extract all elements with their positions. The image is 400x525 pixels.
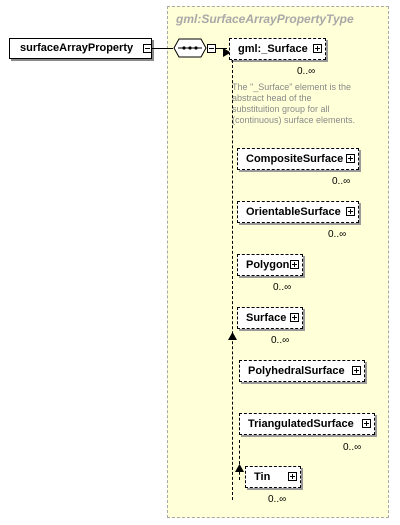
connector-line	[152, 48, 173, 49]
connector-line	[216, 48, 227, 49]
collapse-icon[interactable]	[143, 44, 152, 53]
sequence-compositor-icon[interactable]	[173, 38, 207, 58]
expand-icon[interactable]	[362, 419, 371, 428]
substitution-element-label: TriangulatedSurface	[248, 418, 354, 430]
expand-icon[interactable]	[290, 260, 299, 269]
substitution-element-label: Surface	[246, 312, 287, 324]
root-element-box[interactable]: surfaceArrayProperty	[9, 38, 152, 59]
expand-icon[interactable]	[346, 207, 355, 216]
substitution-multiplicity: 0..∞	[343, 442, 362, 453]
head-element-box[interactable]: gml:_Surface	[229, 38, 326, 60]
substitution-element-label: OrientableSurface	[246, 206, 341, 218]
arrow-icon	[235, 459, 244, 472]
head-documentation: The "_Surface" element is the abstract h…	[232, 82, 356, 125]
substitution-element-box[interactable]: Surface	[237, 307, 303, 329]
root-element-label: surfaceArrayProperty	[20, 42, 134, 54]
substitution-element-box[interactable]: Polygon	[237, 254, 303, 276]
collapse-icon[interactable]	[207, 44, 216, 53]
substitution-multiplicity: 0..∞	[332, 176, 351, 187]
expand-icon[interactable]	[288, 472, 297, 481]
substitution-multiplicity: 0..∞	[273, 282, 292, 293]
substitution-element-box[interactable]: PolyhedralSurface	[239, 360, 365, 382]
complex-type-title: gml:SurfaceArrayPropertyType	[176, 12, 354, 26]
substitution-multiplicity: 0..∞	[271, 335, 290, 346]
substitution-element-box[interactable]: CompositeSurface	[237, 148, 359, 170]
arrow-icon	[228, 327, 237, 340]
substitution-element-label: Tin	[254, 471, 271, 483]
head-element-label: gml:_Surface	[238, 43, 308, 55]
substitution-element-box[interactable]: OrientableSurface	[237, 201, 359, 223]
substitution-multiplicity: 0..∞	[328, 229, 347, 240]
arrow-icon	[223, 44, 231, 57]
expand-icon[interactable]	[290, 313, 299, 322]
substitution-element-box[interactable]: Tin	[245, 466, 301, 488]
substitution-element-label: Polygon	[246, 259, 290, 271]
substitution-multiplicity: 0..∞	[268, 494, 287, 505]
substitution-group-line	[239, 440, 240, 480]
expand-icon[interactable]	[352, 366, 361, 375]
substitution-element-label: PolyhedralSurface	[248, 365, 345, 377]
substitution-element-box[interactable]: TriangulatedSurface	[239, 413, 375, 435]
head-multiplicity: 0..∞	[297, 66, 316, 77]
expand-icon[interactable]	[313, 44, 322, 53]
substitution-group-line	[232, 60, 233, 500]
expand-icon[interactable]	[346, 154, 355, 163]
substitution-element-label: CompositeSurface	[246, 153, 344, 165]
